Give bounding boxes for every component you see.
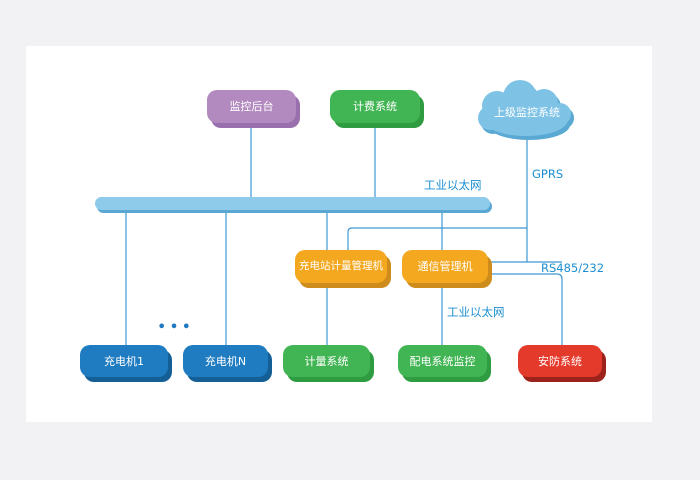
ethernet-lower-label: 工业以太网 bbox=[447, 305, 505, 319]
node-label: 监控后台 bbox=[229, 100, 274, 113]
node-label: 通信管理机 bbox=[417, 260, 473, 273]
node-security-system: 安防系统 bbox=[518, 345, 602, 377]
rs485-label: RS485/232 bbox=[541, 261, 605, 275]
node-label: 充电机N bbox=[204, 354, 247, 368]
node-meter-management: 充电站计量管理机 bbox=[295, 250, 387, 283]
node-label: 计量系统 bbox=[304, 354, 349, 368]
gprs-label: GPRS bbox=[532, 167, 564, 181]
node-label: 计费系统 bbox=[353, 100, 397, 113]
node-label: 安防系统 bbox=[538, 354, 582, 368]
node-label: 充电机1 bbox=[104, 354, 144, 368]
node-distribution-monitor: 配电系统监控 bbox=[398, 345, 487, 377]
node-label: 配电系统监控 bbox=[409, 354, 476, 368]
ethernet-bus-bar bbox=[95, 197, 490, 210]
node-monitor-backend: 监控后台 bbox=[207, 90, 296, 123]
node-upper-monitoring-cloud-label: 上级监控系统 bbox=[494, 106, 560, 119]
node-charger-n: 充电机N bbox=[183, 345, 268, 377]
node-billing-system: 计费系统 bbox=[330, 90, 420, 123]
ethernet-bus-label: 工业以太网 bbox=[424, 178, 482, 192]
node-charger-1: 充电机1 bbox=[80, 345, 168, 377]
node-metering-system: 计量系统 bbox=[283, 345, 370, 377]
node-comm-management: 通信管理机 bbox=[402, 250, 488, 283]
node-label: 充电站计量管理机 bbox=[299, 260, 383, 273]
more-chargers-ellipsis: ••• bbox=[157, 320, 195, 335]
